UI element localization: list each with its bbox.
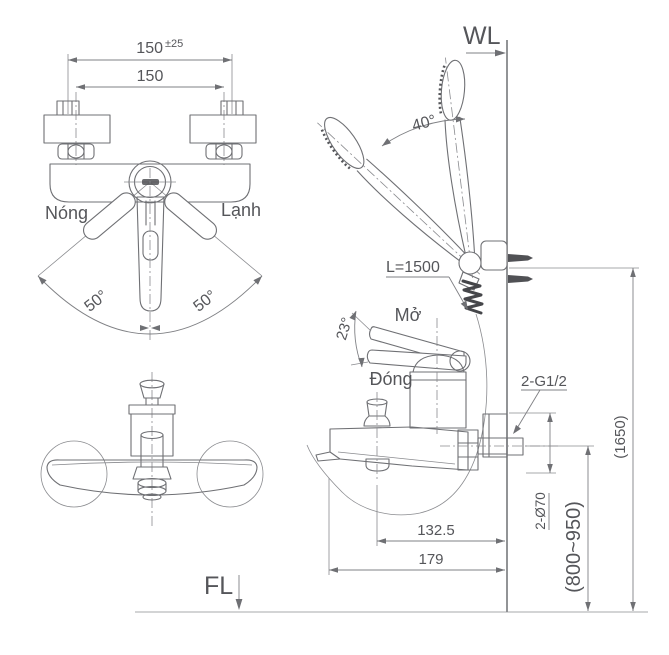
spout-lip (315, 451, 341, 462)
angle-left-label: 50° (82, 287, 112, 315)
hose-length-callout: L=1500 (386, 259, 468, 310)
angle-right-label: 50° (191, 287, 221, 315)
mounting-screw-lower (508, 275, 533, 283)
hose-spring (461, 279, 484, 315)
mounting-height-label: (800~950) (563, 501, 585, 593)
hose-length-label: L=1500 (386, 259, 440, 276)
dim-width-tolerance-sup: ±25 (165, 38, 183, 50)
wall-line-label: WL (463, 22, 501, 50)
faucet-side (315, 318, 558, 482)
mounting-screw-upper (508, 254, 533, 262)
bottom-view (40, 372, 264, 527)
wall-line-marker: WL (463, 22, 506, 57)
spout-center-dim: 132.5 (376, 485, 505, 546)
dim-center-distance: 150 (76, 68, 224, 90)
dim-width-tolerance-value: 150 (136, 40, 163, 57)
left-escutcheon (40, 440, 108, 508)
front-view: 150 ±25 150 (37, 38, 263, 340)
faucet-body-front (49, 163, 251, 203)
shower-hose (306, 313, 488, 516)
spout-reach-label: 179 (418, 551, 443, 568)
right-escutcheon (196, 440, 264, 508)
cold-label: Lạnh (221, 200, 261, 220)
floor-line-marker: FL (204, 572, 243, 610)
right-wall-mount (189, 100, 257, 160)
left-wall-mount (43, 100, 111, 160)
open-label: Mở (395, 305, 422, 325)
close-label: Đóng (369, 369, 412, 389)
shower-swivel-arc (381, 116, 466, 147)
spout-center-label: 132.5 (417, 522, 455, 539)
dim-width-tolerance: 150 ±25 (67, 38, 233, 114)
lever-knuckle (449, 350, 471, 372)
handle-swung-left (82, 192, 136, 240)
escutcheon-label: 2-Ø70 (533, 492, 548, 530)
side-view: WL FL 40° L= (135, 22, 648, 613)
cartridge-housing (409, 371, 467, 429)
wall-flange (482, 413, 508, 458)
shower-height-dim: (1650) (509, 267, 639, 611)
dim-center-distance-text: 150 (137, 68, 164, 85)
lever-angle-label: 23° (333, 316, 356, 343)
lever-dome (412, 354, 465, 373)
shower-swivel-angle-label: 40° (410, 112, 438, 135)
lever-angle-arc (349, 310, 372, 368)
bottom-view-body-bar (46, 459, 258, 496)
spout (329, 426, 469, 471)
mounting-height-dim: (800~950) (525, 445, 594, 611)
brand-mark (142, 179, 159, 185)
hot-label: Nóng (45, 203, 88, 223)
swing-arc (37, 275, 263, 335)
spout-reach-dim: 179 (328, 478, 505, 575)
handle-swung-right (164, 192, 218, 240)
shower-holder (458, 240, 508, 315)
handle-neutral (136, 196, 165, 312)
connection-label: 2-G1/2 (521, 373, 567, 390)
floor-line-label: FL (204, 572, 233, 600)
spout-outlet (365, 458, 390, 472)
connection-callout: 2-G1/2 (513, 373, 567, 434)
shower-height-label: (1650) (612, 415, 629, 458)
escutcheon-dim: 2-Ø70 (509, 412, 556, 530)
in-wall-fitting (506, 437, 524, 456)
